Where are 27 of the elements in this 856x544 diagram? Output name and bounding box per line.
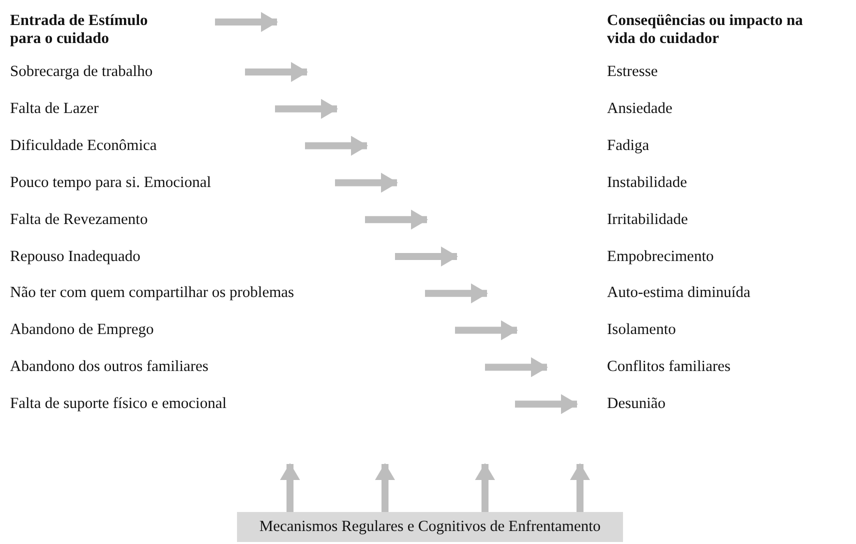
stimulus-text: Abandono dos outros familiares: [10, 358, 208, 376]
consequence-text: Ansiedade: [607, 100, 672, 118]
arrow: [570, 463, 590, 512]
stimulus-text: Sobrecarga de trabalho: [10, 63, 153, 81]
column-heading: Conseqüências ou impacto na vida do cuidador: [607, 12, 812, 48]
stimulus-text: Dificuldade Econômica: [10, 136, 157, 155]
consequence-text: Desunião: [607, 395, 666, 414]
consequence-text: Irritabilidade: [607, 210, 688, 229]
consequence-text: Auto-estima diminuída: [607, 284, 750, 302]
column-heading: Entrada de Estímulo para o cuidado: [10, 12, 160, 48]
stimulus-text: Repouso Inadequado: [10, 248, 140, 266]
consequence-text: Conflitos familiares: [607, 358, 731, 376]
stimulus-text: Falta de suporte físico e emocional: [10, 395, 227, 414]
arrow: [280, 463, 300, 512]
consequence-text: Instabilidade: [607, 174, 688, 192]
consequence-text: Fadiga: [607, 136, 650, 155]
stimulus-text: Falta de Revezamento: [10, 210, 148, 229]
arrow: [475, 463, 495, 512]
stimulus-text: Não ter com quem compartilhar os problemas: [10, 284, 294, 302]
consequence-text: Empobrecimento: [607, 248, 714, 266]
stimulus-text: Abandono de Emprego: [10, 321, 154, 340]
consequence-text: Isolamento: [607, 321, 676, 340]
coping-box: Mecanismos Regulares e Cognitivos de Enfrentamento: [237, 512, 623, 542]
arrow: [375, 463, 395, 512]
consequence-text: Estresse: [607, 63, 658, 81]
stimulus-text: Falta de Lazer: [10, 100, 99, 118]
stimulus-text: Pouco tempo para si. Emocional: [10, 174, 212, 192]
